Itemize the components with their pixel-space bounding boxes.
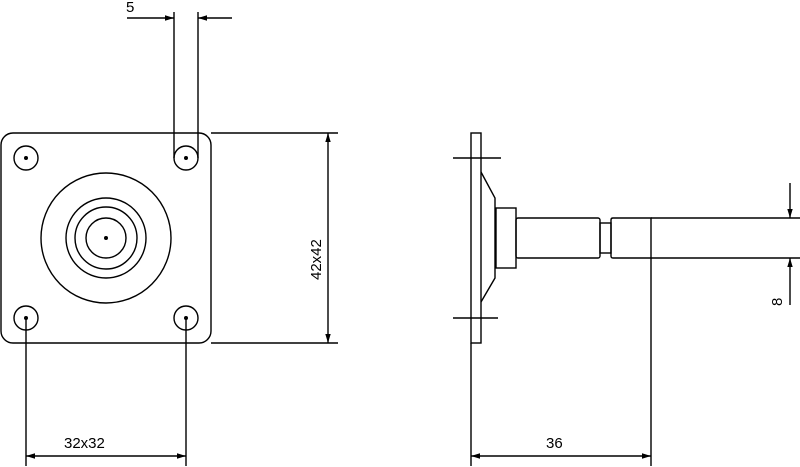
shaft (515, 217, 601, 259)
dimension-label: 42x42 (308, 239, 325, 280)
side-view: 36 8 (453, 132, 800, 466)
dimension-8: 8 (769, 183, 793, 306)
dimension-5: 5 (126, 0, 232, 158)
taper (480, 171, 496, 303)
neck (599, 222, 612, 254)
front-view: 5 42x42 32x32 (0, 0, 338, 466)
dimension-label: 8 (769, 298, 786, 306)
flange (470, 132, 482, 344)
dimension-42x42: 42x42 (211, 132, 338, 344)
coupling (610, 217, 652, 259)
dimension-36: 36 (470, 258, 652, 466)
center-boss (40, 172, 172, 304)
collar (495, 207, 517, 269)
dimension-32x32: 32x32 (25, 318, 187, 466)
hole (13, 145, 39, 171)
dimension-label: 36 (546, 435, 563, 452)
dimension-label: 5 (126, 0, 134, 16)
mounting-plate (0, 132, 212, 344)
dimension-label: 32x32 (64, 435, 105, 452)
